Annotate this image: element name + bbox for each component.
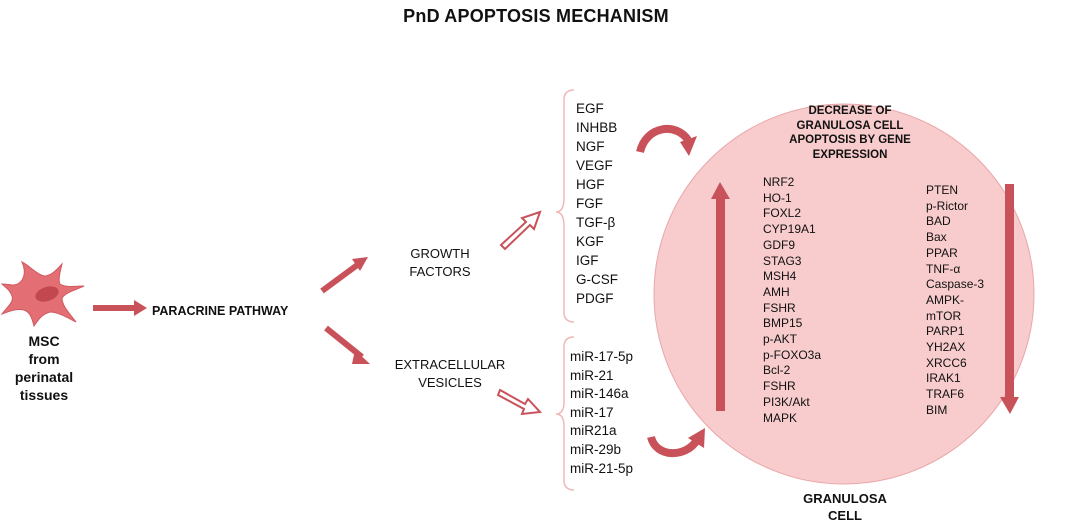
upregulated-gene-item: FSHR (763, 300, 796, 315)
mirna-item: miR-146a (570, 386, 629, 402)
granulosa-label-line: CELL (828, 508, 862, 523)
upregulated-gene-item: BMP15 (763, 316, 803, 331)
upregulated-gene-item: MAPK (763, 410, 798, 425)
upregulated-gene-item: STAG3 (763, 253, 802, 268)
granulosa-cell-label: GRANULOSA CELL (795, 490, 895, 524)
msc-label-line: from (28, 351, 60, 367)
paracrine-pathway-label: PARACRINE PATHWAY (152, 304, 289, 318)
growth-factors-hollow-arrow (499, 210, 542, 251)
mirna-curved-arrow (647, 428, 705, 458)
upregulated-gene-item: FOXL2 (763, 206, 802, 221)
downregulated-gene-item: BIM (926, 402, 948, 417)
downregulated-gene-item: TRAF6 (926, 387, 965, 402)
growth-factors-label-line: GROWTH (410, 246, 470, 261)
growth-factor-item: FGF (576, 196, 603, 211)
downregulated-gene-item: Bax (926, 230, 947, 245)
downregulated-gene-item: PARP1 (926, 324, 965, 339)
vesicles-label-line: EXTRACELLULAR (394, 357, 506, 372)
downregulated-gene-item: XRCC6 (926, 355, 967, 370)
msc-label: MSC from perinatal tissues (4, 332, 84, 404)
upregulation-arrow (711, 182, 730, 411)
growth-factors-brace (555, 89, 575, 323)
growth-factors-label-line: FACTORS (409, 264, 471, 279)
mirna-item: miR-21-5p (570, 460, 634, 476)
downregulated-gene-item: BAD (926, 214, 951, 229)
msc-label-line: perinatal (14, 369, 74, 385)
growth-factor-item: VEGF (576, 158, 613, 173)
upregulated-genes-list: NRF2 HO-1 FOXL2 CYP19A1 GDF9 STAG3 MSH4 … (763, 175, 821, 426)
downregulated-gene-item: PTEN (926, 183, 959, 197)
downregulated-gene-item: PPAR (926, 245, 958, 260)
growth-factor-item: IGF (576, 253, 599, 268)
growth-factors-curved-arrow (636, 125, 697, 156)
mirna-item: miR-21 (570, 367, 614, 383)
growth-factor-item: HGF (576, 177, 605, 192)
to-vesicles-arrow (324, 325, 370, 364)
diagram-title: PnD APOPTOSIS MECHANISM (403, 6, 669, 26)
decrease-heading-line: APOPTOSIS BY GENE (789, 134, 911, 146)
mirna-list: miR-17-5p miR-21 miR-146a miR-17 miR21a … (570, 348, 633, 478)
downregulated-gene-item: AMPK- (926, 292, 965, 307)
downregulated-genes-list: PTEN p-Rictor BAD Bax PPAR TNF-α Caspase… (926, 183, 984, 419)
upregulated-gene-item: GDF9 (763, 237, 796, 252)
downregulated-gene-item: IRAK1 (926, 371, 961, 386)
growth-factor-item: G-CSF (576, 272, 618, 287)
upregulated-gene-item: NRF2 (763, 175, 795, 189)
mirna-item: miR-17-5p (570, 349, 634, 364)
growth-factor-item: NGF (576, 139, 605, 154)
downregulated-gene-item: YH2AX (926, 340, 966, 355)
upregulated-gene-item: MSH4 (763, 269, 797, 284)
growth-factors-label: GROWTH FACTORS (395, 245, 485, 281)
to-growth-factors-arrow (320, 257, 368, 294)
decrease-apoptosis-heading: DECREASE OF GRANULOSA CELL APOPTOSIS BY … (770, 104, 930, 162)
growth-factor-item: EGF (576, 101, 604, 116)
vesicles-hollow-arrow (496, 388, 543, 416)
decrease-heading-line: EXPRESSION (812, 148, 888, 161)
upregulated-gene-item: FSHR (763, 379, 796, 394)
growth-factor-item: INHBB (576, 120, 618, 135)
mirna-brace (555, 336, 575, 491)
vesicles-label-line: VESICLES (418, 375, 482, 390)
msc-to-paracrine-arrow (93, 300, 147, 316)
mirna-item: miR-17 (570, 404, 614, 420)
downregulation-arrow (1000, 184, 1019, 414)
decrease-heading-line: GRANULOSA CELL (796, 119, 904, 132)
growth-factor-item: TGF-β (576, 215, 616, 230)
upregulated-gene-item: Bcl-2 (763, 363, 791, 378)
upregulated-gene-item: HO-1 (763, 190, 792, 205)
msc-label-line: MSC (28, 333, 60, 349)
growth-factors-list: EGF INHBB NGF VEGF HGF FGF TGF-β KGF IGF… (576, 99, 618, 308)
downregulated-gene-item: TNF-α (926, 261, 961, 276)
upregulated-gene-item: PI3K/Akt (763, 394, 810, 409)
msc-nucleus-icon (35, 286, 59, 302)
downregulated-gene-item: Caspase-3 (926, 277, 985, 292)
upregulated-gene-item: p-AKT (763, 332, 798, 347)
decrease-heading-line: DECREASE OF (808, 105, 892, 117)
mirna-item: miR-29b (570, 441, 622, 457)
granulosa-cell-circle (653, 103, 1035, 485)
upregulated-gene-item: CYP19A1 (763, 222, 816, 237)
upregulated-gene-item: AMH (763, 284, 790, 299)
vesicles-label: EXTRACELLULAR VESICLES (390, 356, 510, 392)
msc-label-line: tissues (19, 387, 69, 403)
downregulated-gene-item: p-Rictor (926, 198, 969, 213)
downregulated-gene-item: mTOR (926, 308, 962, 323)
granulosa-label-line: GRANULOSA (803, 491, 887, 506)
growth-factor-item: KGF (576, 234, 604, 249)
growth-factor-item: PDGF (576, 291, 614, 306)
upregulated-gene-item: p-FOXO3a (763, 347, 822, 362)
mirna-item: miR21a (570, 423, 617, 439)
